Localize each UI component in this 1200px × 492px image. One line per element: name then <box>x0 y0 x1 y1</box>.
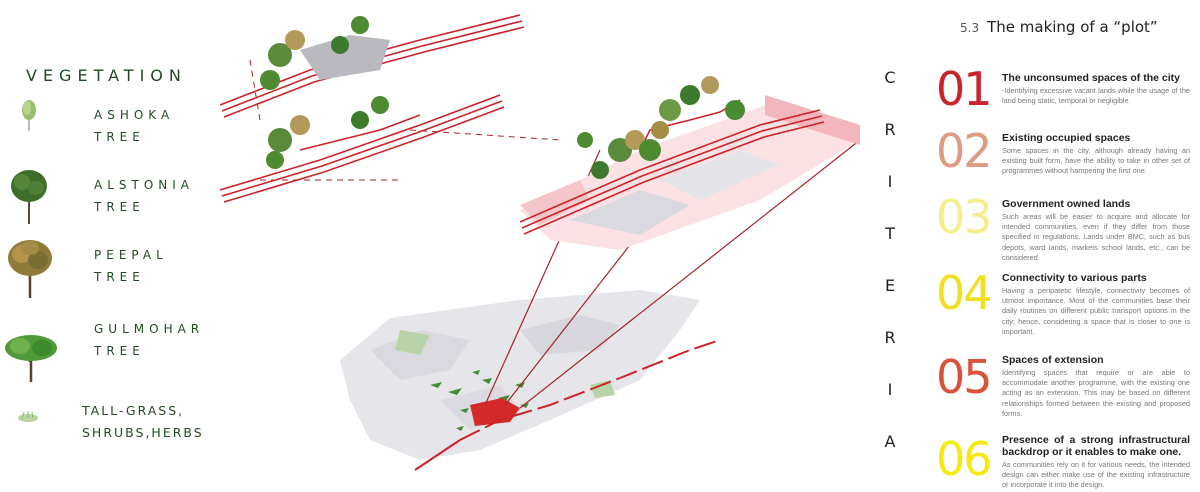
selected-plot <box>470 398 520 426</box>
criterion-02-title: Existing occupied spaces <box>1002 132 1131 144</box>
criteria-letter-r2: R <box>884 328 896 347</box>
criteria-letter-i2: I <box>887 380 893 399</box>
veg-peepal-line2: TREE <box>94 270 145 284</box>
criterion-05-title: Spaces of extension <box>1002 354 1104 366</box>
criterion-06-body: As communities rely on it for various ne… <box>1002 460 1190 490</box>
criterion-06-number: 06 <box>936 432 993 486</box>
veg-ashoka-line2: TREE <box>94 130 145 144</box>
criterion-05-body: Identifying spaces that require or are a… <box>1002 368 1190 418</box>
detail-axonometric-lower <box>220 94 505 203</box>
criterion-01-title: The unconsumed spaces of the city <box>1002 72 1180 84</box>
vegetation-heading: VEGETATION <box>26 66 187 85</box>
grass-icon <box>18 411 38 422</box>
veg-gulmohar-line1: GULMOHAR <box>94 322 205 336</box>
veg-ashoka-line1: ASHOKA <box>94 108 175 122</box>
criterion-03-number: 03 <box>936 190 993 244</box>
veg-gulmohar-line2: TREE <box>94 344 145 358</box>
section-number: 5.3 <box>960 21 980 35</box>
criteria-letter-c: C <box>884 68 896 87</box>
site-diagram <box>220 14 861 471</box>
veg-grass-line1: TALL-GRASS, <box>82 403 185 418</box>
veg-alstonia-line1: ALSTONIA <box>94 178 195 192</box>
site-axonometric <box>519 76 860 250</box>
criterion-04-title: Connectivity to various parts <box>1002 272 1147 284</box>
criteria-letter-e: E <box>884 276 896 295</box>
ashoka-tree-icon <box>22 100 36 131</box>
section-title-text: The making of a “plot” <box>987 18 1158 36</box>
criterion-01-number: 01 <box>936 62 993 116</box>
criteria-letter-t: T <box>885 224 895 243</box>
criterion-04-body: Having a peripatetic lifestyle, connecti… <box>1002 286 1190 336</box>
peepal-tree-icon <box>8 240 52 298</box>
detail-axonometric-upper <box>220 14 525 118</box>
city-map <box>340 290 721 471</box>
criteria-letter-i1: I <box>887 172 893 191</box>
criterion-01-body: -Identifying excessive vacant lands whil… <box>1002 86 1190 106</box>
section-title: 5.3 The making of a “plot” <box>960 18 1158 36</box>
criteria-letter-r1: R <box>884 120 896 139</box>
criterion-03-title: Government owned lands <box>1002 198 1131 210</box>
criterion-02-body: Some spaces in the city, although alread… <box>1002 146 1190 176</box>
criterion-02-number: 02 <box>936 124 993 178</box>
criterion-03-body: Such areas will be easier to acquire and… <box>1002 212 1190 262</box>
alstonia-tree-icon <box>11 170 47 224</box>
veg-peepal-line1: PEEPAL <box>94 248 168 262</box>
veg-alstonia-line2: TREE <box>94 200 145 214</box>
criterion-04-number: 04 <box>936 266 993 320</box>
criterion-06-title: Presence of a strong infrastructural bac… <box>1002 434 1190 458</box>
gulmohar-tree-icon <box>5 335 57 382</box>
veg-grass-line2: SHRUBS,HERBS <box>82 425 204 440</box>
criteria-letter-a: A <box>884 432 896 451</box>
criterion-05-number: 05 <box>936 350 993 404</box>
